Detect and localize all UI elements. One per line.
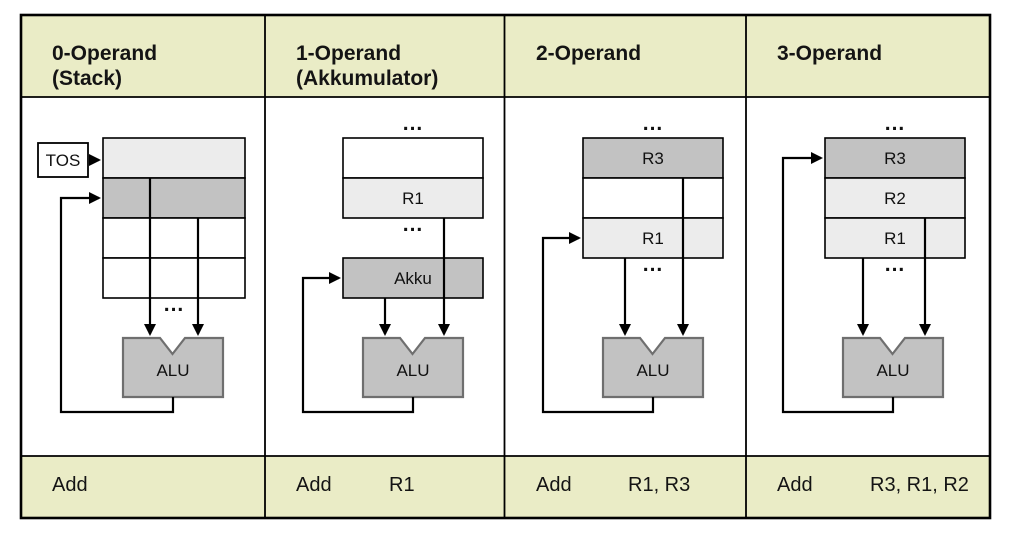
result-feedback-arrow — [781, 152, 895, 414]
ellipsis: ... — [643, 112, 664, 135]
ellipsis: ... — [885, 253, 906, 276]
stack-cell-tos — [102, 137, 246, 179]
register-cell — [342, 137, 484, 179]
result-feedback-arrow — [301, 272, 415, 414]
result-feedback-arrow — [59, 192, 175, 414]
column-header-line1: 1-Operand — [296, 42, 401, 65]
alu-box — [841, 336, 945, 399]
register-cell-r1 — [342, 177, 484, 219]
register-label-r3: R3 — [642, 149, 664, 168]
header-band — [21, 15, 990, 97]
column-0-operand-stack: 0-Operand (Stack) TOS ... ALU Add — [37, 42, 246, 496]
register-cell-r3 — [582, 137, 724, 179]
stack-cell — [102, 257, 246, 299]
akku-label: Akku — [394, 269, 432, 288]
tos-label: TOS — [46, 151, 81, 170]
table-outer-border — [19, 13, 992, 520]
register-label-r1: R1 — [642, 229, 664, 248]
column-3-operand: 3-Operand ... R3 R2 R1 ... ALU Add R3, R… — [777, 42, 969, 496]
register-cell-r2 — [824, 177, 966, 219]
register-cell — [582, 177, 724, 219]
alu-label: ALU — [156, 361, 189, 380]
ellipsis: ... — [643, 253, 664, 276]
footer-band — [21, 456, 990, 518]
register-cell-r1 — [582, 217, 724, 259]
alu-box — [361, 336, 465, 399]
ellipsis: ... — [885, 112, 906, 135]
alu-label: ALU — [636, 361, 669, 380]
ellipsis: ... — [164, 293, 185, 316]
tos-box — [37, 142, 89, 178]
result-feedback-arrow — [541, 232, 655, 414]
alu-label: ALU — [396, 361, 429, 380]
column-header-line2: (Akkumulator) — [296, 67, 438, 90]
ellipsis: ... — [403, 112, 424, 135]
register-label-r1: R1 — [402, 189, 424, 208]
register-cell-r1 — [824, 217, 966, 259]
alu-box — [601, 336, 705, 399]
instruction-operands: R3, R1, R2 — [870, 474, 969, 496]
column-1-operand-akkumulator: 1-Operand (Akkumulator) ... R1 ... Akku … — [296, 42, 484, 496]
column-header-line1: 3-Operand — [777, 42, 882, 65]
column-header-line1: 2-Operand — [536, 42, 641, 65]
instruction-operands: R1 — [389, 474, 415, 496]
ellipsis: ... — [403, 213, 424, 236]
register-label-r3: R3 — [884, 149, 906, 168]
stack-cell-second — [102, 177, 246, 219]
column-2-operand: 2-Operand ... R3 R1 ... ALU Add R1, R3 — [536, 42, 724, 496]
instruction-mnemonic: Add — [296, 474, 332, 496]
register-label-r2: R2 — [884, 189, 906, 208]
akku-box — [342, 257, 484, 299]
column-header-line2: (Stack) — [52, 67, 122, 90]
instruction-mnemonic: Add — [777, 474, 813, 496]
register-label-r1: R1 — [884, 229, 906, 248]
alu-label: ALU — [876, 361, 909, 380]
instruction-mnemonic: Add — [52, 474, 88, 496]
column-header-line1: 0-Operand — [52, 42, 157, 65]
stack-cell — [102, 217, 246, 259]
instruction-mnemonic: Add — [536, 474, 572, 496]
instruction-operands: R1, R3 — [628, 474, 690, 496]
alu-box — [121, 336, 225, 399]
